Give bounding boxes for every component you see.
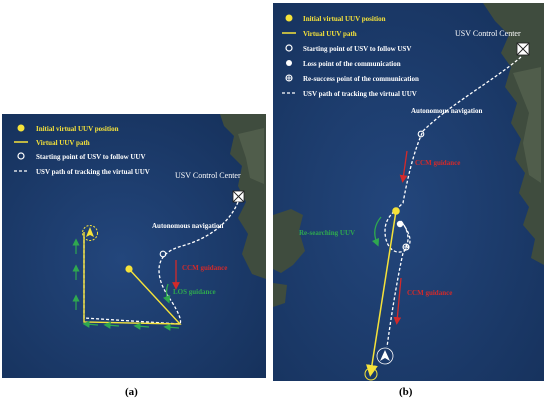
legend-label: Starting point of USV to follow USV xyxy=(303,45,411,53)
uuv-end-icon xyxy=(364,367,378,381)
hollow-white-circle-icon xyxy=(285,44,293,52)
panel-b: Initial virtual UUV position Virtual UUV… xyxy=(273,3,544,381)
sea-background xyxy=(273,3,544,381)
sea-background xyxy=(2,114,266,378)
legend-label: Starting point of USV to follow UUV xyxy=(36,153,146,161)
panel-a-map: Initial virtual UUV position Virtual UUV… xyxy=(2,114,266,378)
communication-loss-point-icon xyxy=(396,220,404,228)
legend-label: Initial virtual UUV position xyxy=(303,15,386,23)
ccm-arrow-2 xyxy=(393,277,402,325)
island xyxy=(273,209,305,273)
caption-b: (b) xyxy=(399,386,413,398)
filled-yellow-circle-icon xyxy=(17,124,25,132)
panel-b-map: Initial virtual UUV position Virtual UUV… xyxy=(273,3,544,381)
legend-label: Initial virtual UUV position xyxy=(36,125,119,133)
legend-label: USV path of tracking the virtual UUV xyxy=(303,90,417,98)
caption-a: (a) xyxy=(125,386,138,398)
initial-uuv-position-icon xyxy=(125,265,133,273)
re-searching-arrow xyxy=(371,216,382,247)
los-guidance-label: LOS guidance xyxy=(173,288,216,296)
crossed-circle-icon xyxy=(285,74,293,82)
re-searching-label: Re-searching UUV xyxy=(299,229,355,237)
los-arrow xyxy=(162,283,171,304)
ccm-guidance-label-1: CCM guidance xyxy=(415,159,460,167)
communication-resuccess-point-icon xyxy=(402,243,410,251)
control-center-icon xyxy=(516,42,530,56)
legend-label: Re-success point of the communication xyxy=(303,75,419,83)
hollow-white-circle-icon xyxy=(17,152,25,160)
legend-label: Virtual UUV path xyxy=(36,139,90,147)
filled-yellow-circle-icon xyxy=(285,14,293,22)
autonomous-navigation-label: Autonomous navigation xyxy=(152,222,223,230)
ccm-guidance-label-2: CCM guidance xyxy=(407,289,452,297)
usv-start-point-icon xyxy=(417,130,425,138)
legend-b: Initial virtual UUV position Virtual UUV… xyxy=(282,14,419,98)
virtual-uuv-path xyxy=(365,210,397,377)
control-center-icon xyxy=(232,190,245,203)
legend-a: Initial virtual UUV position Virtual UUV… xyxy=(14,124,150,176)
control-center-label: USV Control Center xyxy=(175,171,241,180)
virtual-uuv-path xyxy=(83,232,182,325)
initial-uuv-position-icon xyxy=(392,207,400,215)
filled-white-circle-icon xyxy=(286,60,292,66)
usv-tracking-path xyxy=(83,201,239,325)
legend-label: Virtual UUV path xyxy=(303,30,357,38)
ccm-arrow-1 xyxy=(399,150,408,183)
usv-tracking-path xyxy=(384,56,522,348)
direction-arrows xyxy=(72,238,180,331)
usv-vessel-icon xyxy=(376,347,394,365)
usv-vessel-icon xyxy=(82,225,98,241)
autonomous-navigation-label: Autonomous navigation xyxy=(411,107,482,115)
control-center-label: USV Control Center xyxy=(455,29,521,38)
ccm-guidance-label: CCM guidance xyxy=(182,264,227,272)
island xyxy=(273,283,287,307)
usv-start-point-icon xyxy=(159,250,167,258)
panel-a: Initial virtual UUV position Virtual UUV… xyxy=(2,114,266,378)
legend-label: Loss point of the communication xyxy=(303,60,401,68)
legend-label: USV path of tracking the virtual UUV xyxy=(36,168,150,176)
coastline xyxy=(483,3,544,265)
